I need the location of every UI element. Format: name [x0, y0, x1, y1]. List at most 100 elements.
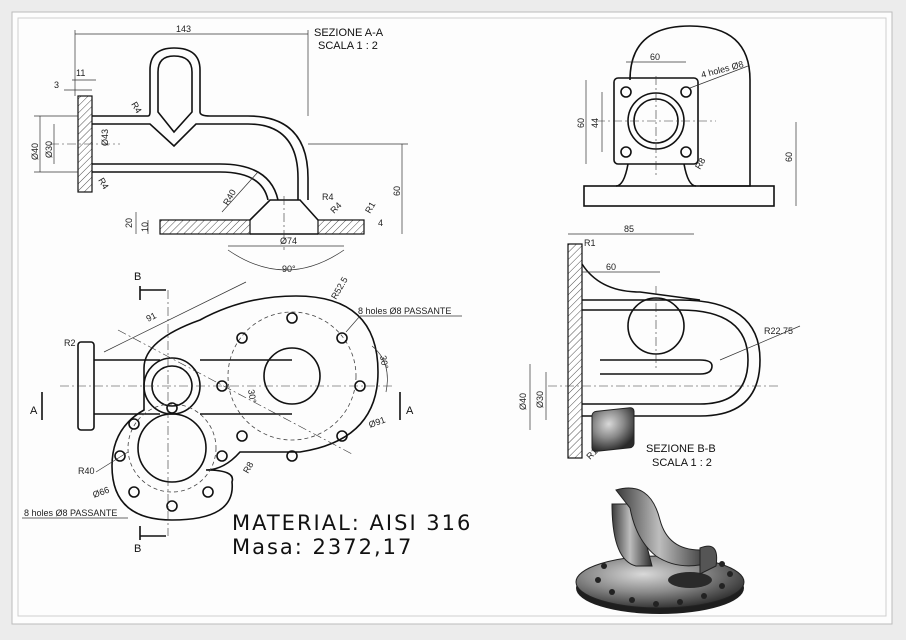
section-aa-view: SEZIONE A-A SCALA 1 : 2 143 3 11 Ø40 Ø30 — [30, 24, 408, 274]
aa-dim-d40: Ø40 — [30, 143, 40, 160]
bb-dim-60: 60 — [606, 262, 616, 272]
fv-base — [583, 185, 775, 207]
tv-dim-30a: 30° — [378, 355, 390, 371]
render-square-flange — [591, 407, 635, 452]
fv-dim-60b: 60 — [784, 152, 794, 162]
bb-neck — [581, 263, 701, 301]
bb-leader-r2275 — [719, 325, 801, 361]
render-flange — [575, 555, 745, 609]
bb-plate — [567, 243, 583, 459]
section-bb-title: SEZIONE B-B — [646, 443, 716, 455]
tv-dim-91-line — [103, 281, 247, 353]
tv-hole — [166, 402, 178, 414]
tv-axis-diag — [117, 329, 353, 455]
aa-pipe-inner-bottom — [92, 163, 279, 201]
aa-dim-d30: Ø30 — [44, 141, 54, 158]
bb-pipe-outer — [582, 299, 761, 417]
aa-dim-10: 10 — [140, 222, 150, 232]
aa-pipe-outer-top — [92, 47, 309, 200]
aa-pipe-outer-bottom — [92, 171, 269, 201]
aa-dim-d43: Ø43 — [100, 129, 110, 146]
bb-dim-85: 85 — [624, 224, 634, 234]
bb-dim-r1-top: R1 — [584, 238, 596, 248]
fv-hole-4 — [680, 146, 692, 158]
tv-dim-30a-arc — [371, 345, 388, 393]
tv-hole — [286, 450, 298, 462]
tv-connector — [200, 359, 292, 415]
tv-hole — [286, 312, 298, 324]
aa-pipe-inner-top — [92, 123, 299, 200]
fv-dim-60: 60 — [650, 52, 660, 62]
tv-dim-holes-bottom: 8 holes Ø8 PASSANTE — [24, 508, 117, 518]
tv-leader-holes-top — [345, 315, 361, 333]
tv-hole — [236, 332, 248, 344]
tv-dim-holes-top: 8 holes Ø8 PASSANTE — [358, 306, 451, 316]
fv-elbow-outline — [629, 25, 751, 187]
tv-dim-30b: 30° — [246, 389, 258, 405]
tv-leader-r40 — [95, 451, 129, 473]
aa-dim-r4-bottom: R4 — [96, 176, 110, 191]
aa-dim-143: 143 — [176, 24, 191, 34]
frame — [17, 17, 887, 617]
tv-hole — [236, 430, 248, 442]
mass-line: Masa: 2372,17 — [232, 535, 413, 559]
bb-pipe-wall — [582, 309, 749, 405]
bb-dim-d40: Ø40 — [518, 393, 528, 410]
tv-dim-91: 91 — [144, 310, 157, 323]
tv-hole — [202, 486, 214, 498]
fv-hole-2 — [680, 86, 692, 98]
fv-dim-r8: R8 — [693, 156, 707, 171]
aa-dim-20: 20 — [124, 218, 134, 228]
top-view: B B A A — [22, 271, 462, 555]
aa-dim-d74: Ø74 — [280, 236, 297, 246]
bb-dim-r2275: R22.75 — [764, 326, 793, 336]
aa-dome-inner — [157, 55, 193, 134]
bb-dim-d30: Ø30 — [535, 391, 545, 408]
aa-dim-60: 60 — [392, 186, 402, 196]
render-flange-holes — [595, 561, 733, 607]
aa-leader-r40 — [221, 171, 259, 213]
tv-label-b-top: B — [134, 271, 141, 283]
front-view: 60 4 holes Ø8 60 44 R8 60 — [576, 25, 797, 207]
tv-lower-port-hidden — [127, 403, 217, 493]
render-bend-end — [699, 545, 718, 575]
tv-dim-r40: R40 — [78, 466, 95, 476]
aa-base-neck — [249, 199, 319, 221]
material-line: MATERIAL: AISI 316 — [232, 511, 472, 535]
aa-dim-11: 11 — [76, 68, 85, 78]
tv-lower-port — [137, 413, 207, 483]
tv-hole — [336, 430, 348, 442]
fv-hole-1 — [620, 86, 632, 98]
tv-upper-pcd — [227, 311, 357, 441]
tv-label-b-bottom: B — [134, 543, 141, 555]
aa-dim-r4-top: R4 — [129, 100, 143, 115]
fv-hole-3 — [620, 146, 632, 158]
tv-upper-port — [263, 347, 321, 405]
render-port — [668, 572, 712, 588]
tv-label-a-left: A — [30, 405, 38, 417]
tv-hole — [336, 332, 348, 344]
aa-dim-3: 3 — [54, 80, 59, 90]
fv-dim-h60: 60 — [576, 118, 586, 128]
tv-hole — [216, 450, 228, 462]
aa-dim-90: 90° — [282, 264, 296, 274]
render-3d-part — [575, 407, 745, 614]
section-aa-title: SEZIONE A-A — [314, 27, 384, 39]
tv-label-a-right: A — [406, 405, 414, 417]
fv-dim-44: 44 — [590, 118, 600, 128]
section-aa-scale: SCALA 1 : 2 — [318, 40, 378, 52]
tv-flange-outline — [111, 295, 379, 521]
aa-dim-90-arc — [227, 249, 345, 271]
tv-dim-r8: R8 — [241, 460, 255, 475]
tv-hole — [166, 500, 178, 512]
tv-hole — [128, 418, 140, 430]
bb-pipe-inner — [600, 359, 713, 375]
tv-dim-r2: R2 — [64, 338, 76, 348]
tv-hole — [114, 450, 126, 462]
aa-base-left — [159, 219, 251, 235]
tv-hole — [128, 486, 140, 498]
aa-dim-4: 4 — [378, 218, 383, 228]
aa-dim-r1: R1 — [363, 200, 377, 215]
section-bb-scale: SCALA 1 : 2 — [652, 457, 712, 469]
